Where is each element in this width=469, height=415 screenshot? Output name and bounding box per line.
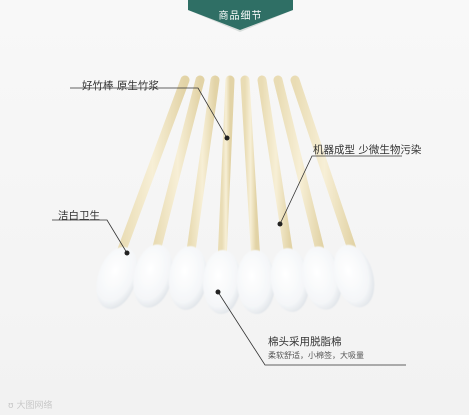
watermark-logo-icon: ʊ: [8, 401, 14, 411]
callout-hygiene: 洁白卫生: [58, 210, 100, 222]
watermark-text: 大图网络: [16, 401, 53, 411]
section-header-tab: 商品细节: [188, 0, 293, 32]
callout-bamboo-stick: 好竹棒 原生竹浆: [82, 80, 159, 92]
section-title: 商品细节: [218, 11, 263, 22]
callout-cotton-head-detail: 柔软舒适，小棉签，大吸量: [268, 351, 364, 360]
callout-cotton-head-title: 棉头采用脱脂棉: [268, 336, 342, 348]
callout-machine-formed: 机器成型 少微生物污染: [313, 144, 422, 156]
watermark: ʊ 大图网络: [8, 398, 52, 411]
